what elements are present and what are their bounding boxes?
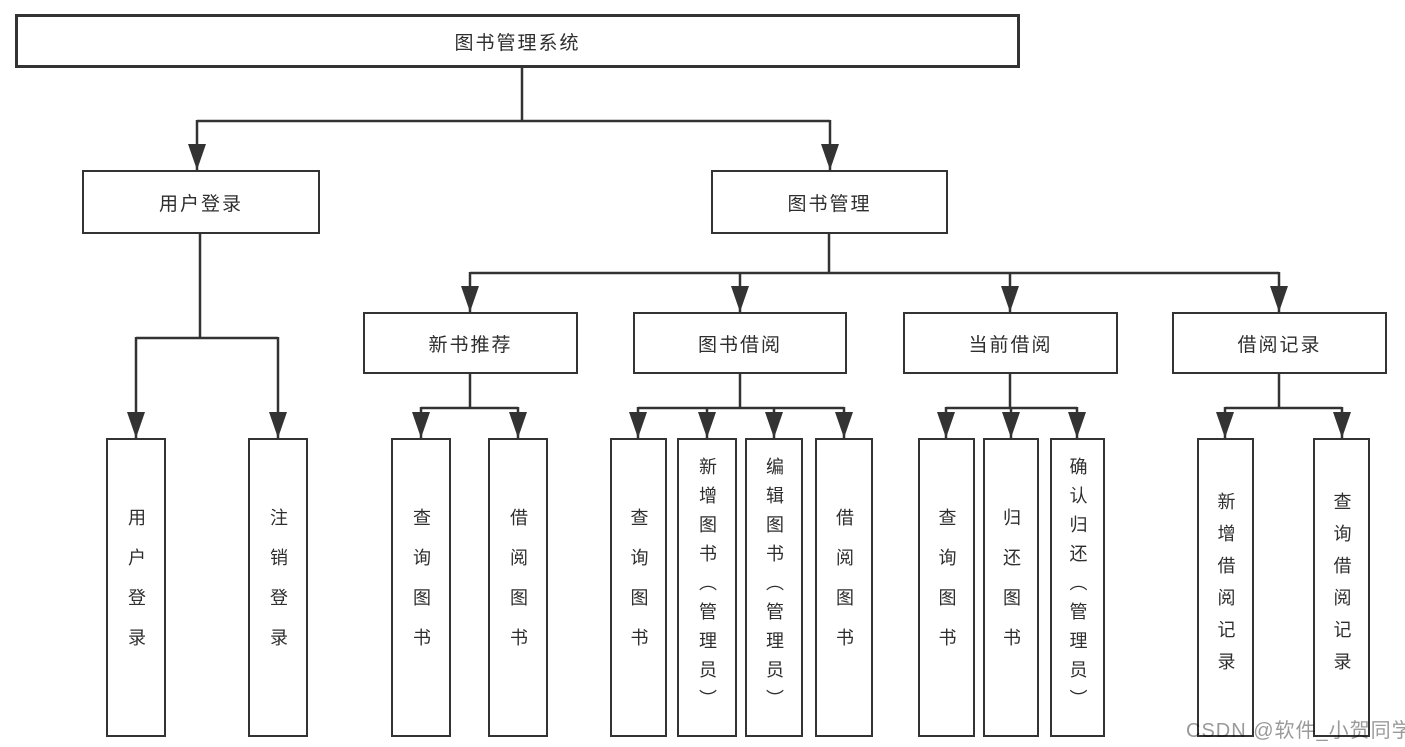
leaf-borrow-books: 借阅图书 (488, 438, 548, 737)
leaf-label: 归还图书 (1001, 507, 1021, 668)
node-label: 当前借阅 (968, 334, 1053, 356)
leaf-label: 借阅图书 (508, 507, 528, 668)
leaf-label: 用户登录 (126, 507, 146, 668)
node-new-book-recommend: 新书推荐 (363, 312, 578, 374)
leaf-label: 查询借阅记录 (1331, 491, 1352, 684)
leaf-label: 查询图书 (411, 507, 431, 668)
leaf-add-books-admin: 新增图书（管理员） (677, 438, 737, 737)
leaf-label: 借阅图书 (834, 507, 854, 668)
leaf-borrow-books-2: 借阅图书 (815, 438, 873, 737)
node-book-borrowing: 图书借阅 (633, 312, 847, 374)
leaf-label: 新增图书（管理员） (697, 457, 717, 718)
leaf-label: 新增借阅记录 (1215, 491, 1236, 684)
leaf-edit-books-admin: 编辑图书（管理员） (745, 438, 803, 737)
node-label: 图书管理系统 (454, 32, 581, 54)
leaf-query-books-3: 查询图书 (918, 438, 975, 737)
leaf-label: 查询图书 (936, 507, 957, 668)
leaf-label: 编辑图书（管理员） (764, 457, 784, 718)
leaf-label: 查询图书 (628, 507, 649, 668)
node-label: 新书推荐 (428, 334, 513, 356)
leaf-query-books: 查询图书 (391, 438, 451, 737)
leaf-query-books-2: 查询图书 (610, 438, 667, 737)
node-book-management: 图书管理 (711, 170, 948, 234)
leaf-query-borrow-record: 查询借阅记录 (1313, 438, 1370, 737)
node-borrowing-records: 借阅记录 (1172, 312, 1387, 374)
leaf-user-login: 用户登录 (106, 438, 166, 737)
node-label: 图书借阅 (697, 334, 782, 356)
node-current-borrowing: 当前借阅 (903, 312, 1118, 374)
node-label: 用户登录 (158, 193, 243, 215)
node-user-login: 用户登录 (82, 170, 320, 234)
leaf-return-books: 归还图书 (983, 438, 1039, 737)
node-label: 图书管理 (787, 193, 872, 215)
node-book-management-system: 图书管理系统 (15, 14, 1020, 68)
node-label: 借阅记录 (1237, 334, 1322, 356)
leaf-add-borrow-record: 新增借阅记录 (1197, 438, 1254, 737)
leaf-confirm-return-admin: 确认归还（管理员） (1050, 438, 1105, 737)
leaf-label: 确认归还（管理员） (1067, 457, 1088, 718)
csdn-watermark: CSDN @软件_小贺同学 (1186, 720, 1405, 742)
leaf-label: 注销登录 (268, 507, 288, 668)
leaf-logout: 注销登录 (248, 438, 308, 737)
